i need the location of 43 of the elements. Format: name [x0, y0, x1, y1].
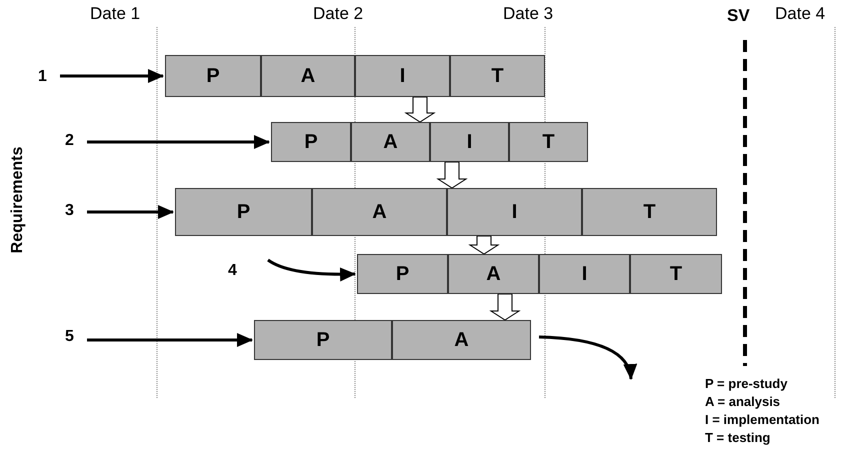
phase-box: P	[165, 55, 261, 97]
arrow	[60, 69, 164, 83]
block-arrow	[436, 162, 468, 189]
arrow	[87, 333, 253, 347]
phase-box: T	[509, 122, 588, 162]
requirement-number: 2	[65, 132, 74, 150]
requirement-number: 4	[228, 262, 237, 280]
phase-box: I	[355, 55, 450, 97]
legend-text: T = testing	[705, 430, 770, 445]
phase-box: T	[630, 254, 722, 294]
block-arrow	[468, 236, 500, 255]
axis-title: Requirements	[9, 146, 27, 254]
phase-box: A	[312, 188, 447, 236]
arrow	[538, 336, 636, 380]
phase-box: T	[582, 188, 717, 236]
deadline-label: SV	[727, 6, 750, 26]
phase-box: A	[261, 55, 355, 97]
phase-box: P	[271, 122, 351, 162]
phase-box: I	[539, 254, 630, 294]
arrow	[87, 205, 174, 219]
requirement-number: 3	[65, 202, 74, 220]
phase-box: A	[392, 320, 531, 360]
legend-text: I = implementation	[705, 412, 820, 427]
phase-box: A	[351, 122, 430, 162]
phase-box: P	[175, 188, 312, 236]
date-label: Date 3	[503, 4, 554, 24]
requirement-number: 1	[38, 68, 47, 86]
legend-text: P = pre-study	[705, 376, 788, 391]
phase-box: T	[450, 55, 545, 97]
phase-box: I	[447, 188, 582, 236]
phase-box: P	[254, 320, 392, 360]
block-arrow	[489, 294, 521, 321]
block-arrow	[404, 96, 436, 123]
phase-box: P	[357, 254, 448, 294]
phase-box: I	[430, 122, 509, 162]
date-label: Date 2	[313, 4, 364, 24]
legend-text: A = analysis	[705, 394, 780, 409]
date-label: Date 4	[775, 4, 826, 24]
requirement-number: 5	[65, 328, 74, 346]
arrow	[87, 135, 270, 149]
arrow	[267, 258, 356, 282]
date-label: Date 1	[90, 4, 140, 24]
phase-box: A	[448, 254, 539, 294]
